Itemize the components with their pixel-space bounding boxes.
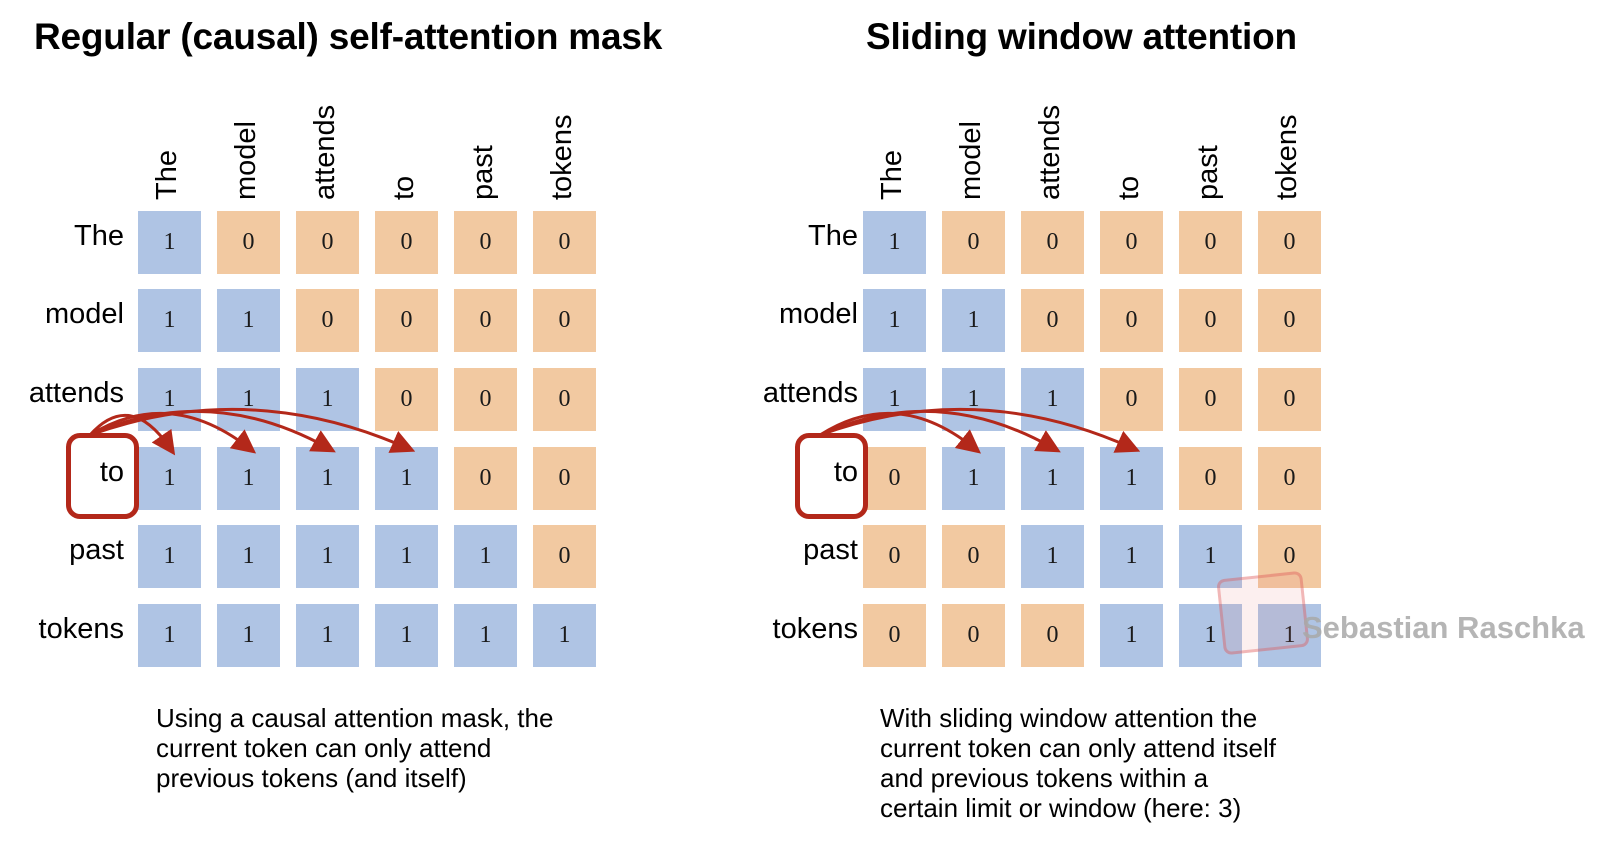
matrix-cell: 0 — [296, 289, 359, 352]
causal-mask-panel: Regular (causal) self-attention mask The… — [0, 0, 800, 849]
matrix-cell: 0 — [1179, 447, 1242, 510]
matrix-cell: 0 — [533, 368, 596, 431]
matrix-cell: 0 — [1179, 368, 1242, 431]
column-header-tokens: tokens — [1271, 114, 1303, 200]
matrix-cell: 1 — [533, 604, 596, 667]
matrix-cell: 0 — [1100, 289, 1163, 352]
matrix-cell: 1 — [375, 525, 438, 588]
matrix-cell: 0 — [863, 604, 926, 667]
matrix-cell: 1 — [217, 289, 280, 352]
matrix-cell: 0 — [1179, 289, 1242, 352]
matrix-cell: 1 — [863, 211, 926, 274]
matrix-cell: 1 — [1100, 604, 1163, 667]
caption-line: and previous tokens within a — [880, 763, 1209, 793]
matrix-cell: 1 — [296, 525, 359, 588]
row-label-past: past — [69, 534, 124, 566]
matrix-cell: 0 — [1021, 211, 1084, 274]
matrix-cell: 0 — [942, 604, 1005, 667]
watermark-logo-icon — [1216, 570, 1310, 656]
caption-line: With sliding window attention the — [880, 703, 1258, 733]
caption-line: previous tokens (and itself) — [156, 763, 467, 793]
current-token-highlight — [795, 433, 868, 519]
matrix-cell: 0 — [1179, 211, 1242, 274]
row-label-the: The — [808, 220, 858, 252]
matrix-cell: 1 — [138, 289, 201, 352]
matrix-cell: 1 — [375, 604, 438, 667]
caption-line: certain limit or window (here: 3) — [880, 793, 1242, 823]
sliding-window-title: Sliding window attention — [866, 16, 1297, 57]
matrix-cell: 1 — [138, 525, 201, 588]
row-label-tokens: tokens — [38, 613, 124, 645]
matrix-cell: 0 — [533, 289, 596, 352]
matrix-cell: 0 — [1100, 211, 1163, 274]
matrix-cell: 0 — [533, 447, 596, 510]
matrix-cell: 1 — [1100, 525, 1163, 588]
matrix-cell: 1 — [217, 525, 280, 588]
matrix-cell: 1 — [454, 525, 517, 588]
row-label-the: The — [74, 220, 124, 252]
matrix-cell: 0 — [1021, 604, 1084, 667]
matrix-cell: 1 — [138, 604, 201, 667]
row-label-model: model — [45, 298, 124, 330]
matrix-cell: 0 — [454, 289, 517, 352]
matrix-cell: 0 — [454, 211, 517, 274]
matrix-cell: 0 — [296, 211, 359, 274]
watermark: Sebastian Raschka — [1302, 610, 1585, 645]
matrix-cell: 0 — [533, 525, 596, 588]
matrix-cell: 0 — [1100, 368, 1163, 431]
matrix-cell: 0 — [217, 211, 280, 274]
row-label-attends: attends — [28, 377, 124, 409]
column-header-model: model — [955, 121, 987, 200]
matrix-cell: 0 — [942, 211, 1005, 274]
matrix-cell: 1 — [1021, 525, 1084, 588]
matrix-cell: 1 — [942, 447, 1005, 510]
matrix-cell: 1 — [454, 604, 517, 667]
causal-mask-title: Regular (causal) self-attention mask — [34, 16, 663, 57]
matrix-cell: 1 — [138, 447, 201, 510]
matrix-cell: 1 — [296, 447, 359, 510]
matrix-cell: 0 — [1258, 289, 1321, 352]
matrix-cell: 0 — [942, 525, 1005, 588]
matrix-cell: 1 — [217, 447, 280, 510]
matrix-cell: 1 — [375, 447, 438, 510]
matrix-cell: 1 — [1100, 447, 1163, 510]
matrix-cell: 0 — [863, 447, 926, 510]
matrix-cell: 0 — [1258, 368, 1321, 431]
matrix-cell: 1 — [1179, 604, 1242, 667]
column-header-attends: attends — [1034, 104, 1066, 200]
matrix-cell: 0 — [533, 211, 596, 274]
matrix-cell: 0 — [375, 289, 438, 352]
matrix-cell: 1 — [217, 604, 280, 667]
matrix-cell: 1 — [1258, 604, 1321, 667]
row-label-model: model — [779, 298, 858, 330]
matrix-cell: 0 — [1258, 211, 1321, 274]
matrix-cell: 1 — [942, 289, 1005, 352]
matrix-cell: 0 — [454, 447, 517, 510]
row-label-attends: attends — [762, 377, 858, 409]
row-label-to: to — [833, 456, 858, 488]
matrix-cell: 0 — [863, 525, 926, 588]
row-label-tokens: tokens — [772, 613, 858, 645]
matrix-cell: 0 — [1021, 289, 1084, 352]
matrix-cell: 1 — [1179, 525, 1242, 588]
matrix-cell: 0 — [1258, 525, 1321, 588]
matrix-cell: 1 — [1021, 447, 1084, 510]
row-label-past: past — [803, 534, 858, 566]
caption-line: Using a causal attention mask, the — [156, 703, 554, 733]
column-header-to: to — [1113, 175, 1145, 200]
matrix-cell: 0 — [375, 211, 438, 274]
matrix-cell: 1 — [863, 289, 926, 352]
row-label-to: to — [99, 456, 124, 488]
matrix-cell: 0 — [1258, 447, 1321, 510]
matrix-cell: 1 — [1021, 368, 1084, 431]
column-header-the: The — [876, 150, 908, 200]
matrix-cell: 1 — [138, 211, 201, 274]
column-header-past: past — [1192, 145, 1224, 200]
caption-line: current token can only attend itself — [880, 733, 1277, 763]
caption-line: current token can only attend — [156, 733, 492, 763]
matrix-cell: 1 — [942, 368, 1005, 431]
matrix-cell: 0 — [454, 368, 517, 431]
matrix-cell: 1 — [863, 368, 926, 431]
matrix-cell: 1 — [296, 604, 359, 667]
